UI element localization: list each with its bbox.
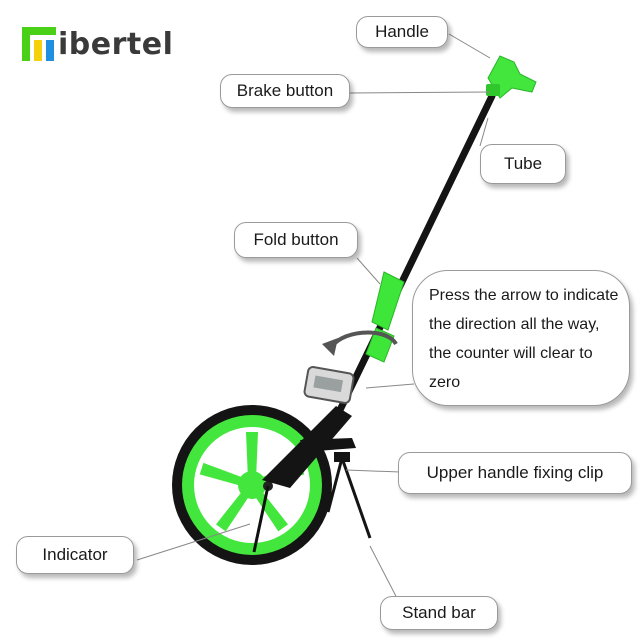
callout-stand-bar: Stand bar	[380, 596, 498, 630]
stand-leg-right	[340, 457, 372, 539]
indicator-pointer	[252, 485, 270, 553]
callout-brake-button: Brake button	[220, 74, 350, 108]
callout-instruction: Press the arrow to indicate the directio…	[412, 270, 630, 406]
stand-leg-left	[326, 457, 344, 513]
fold-sleeve	[371, 271, 405, 331]
logo-mark-icon	[22, 27, 56, 61]
brand-logo: ibertel	[22, 24, 173, 64]
brand-name: ibertel	[58, 26, 174, 62]
callout-handle: Handle	[356, 16, 448, 48]
leader-lines	[136, 33, 491, 605]
callout-indicator: Indicator	[16, 536, 134, 574]
callout-tube: Tube	[480, 144, 566, 184]
callout-upper-clip: Upper handle fixing clip	[398, 452, 632, 494]
tube-shaft	[336, 92, 496, 414]
callout-fold-button: Fold button	[234, 222, 358, 258]
brake-knob	[486, 84, 500, 96]
